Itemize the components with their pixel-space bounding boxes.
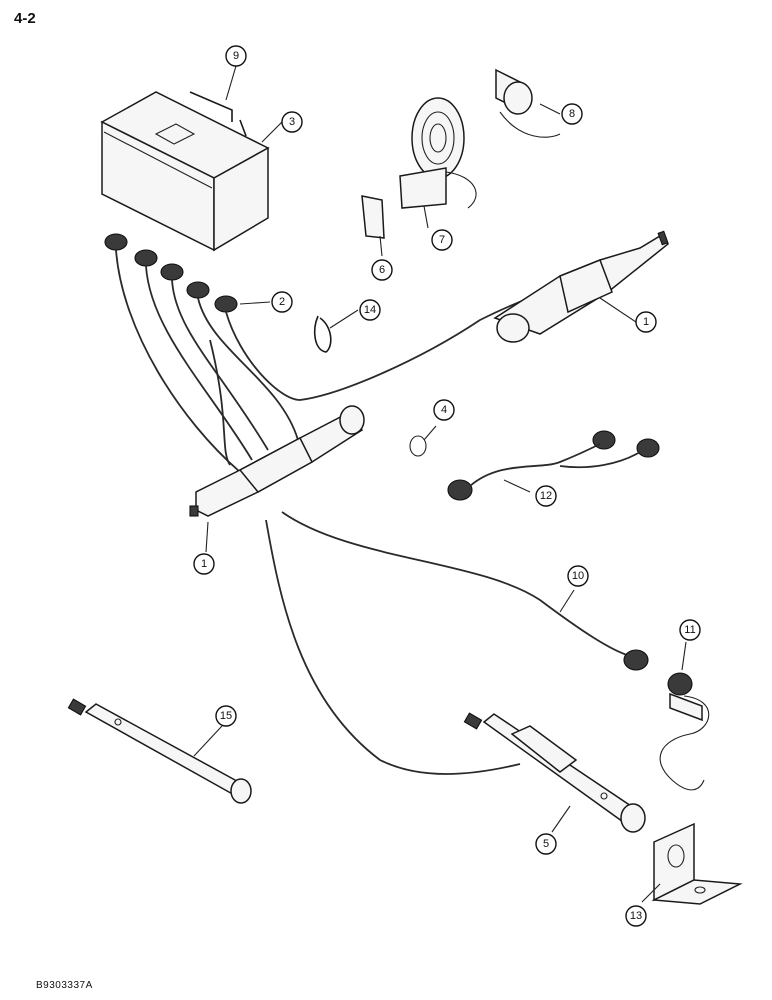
callout-6: 6 bbox=[371, 259, 393, 281]
pin-part-5 bbox=[463, 712, 646, 833]
y-harness-part-12 bbox=[447, 430, 660, 501]
pin-part-15 bbox=[67, 698, 252, 804]
callout-8-label: 8 bbox=[569, 108, 575, 120]
callout-7: 7 bbox=[431, 229, 453, 251]
callout-12: 12 bbox=[535, 485, 557, 507]
grommet-part-4 bbox=[409, 435, 427, 457]
bracket-part-6 bbox=[361, 195, 385, 239]
callout-9-label: 9 bbox=[233, 50, 239, 62]
figure-code: B9303337A bbox=[36, 980, 93, 991]
axle-part-1-upper bbox=[493, 230, 670, 343]
callout-15-label: 15 bbox=[220, 710, 232, 722]
callout-13: 13 bbox=[625, 905, 647, 927]
callout-1-upper-label: 1 bbox=[643, 316, 649, 328]
bracket-part-9 bbox=[189, 91, 247, 137]
clip-part-14 bbox=[313, 315, 332, 353]
callout-3: 3 bbox=[281, 111, 303, 133]
callout-6-label: 6 bbox=[379, 264, 385, 276]
angle-bracket-part-13 bbox=[651, 822, 743, 905]
callout-2: 2 bbox=[271, 291, 293, 313]
callout-1-upper: 1 bbox=[635, 311, 657, 333]
lamp-socket-part-8 bbox=[495, 68, 561, 138]
wire-harness-lower bbox=[265, 511, 631, 775]
callout-7-label: 7 bbox=[439, 234, 445, 246]
callout-15: 15 bbox=[215, 705, 237, 727]
callout-1-lower-label: 1 bbox=[201, 558, 207, 570]
callout-5: 5 bbox=[535, 833, 557, 855]
axle-part-1-lower bbox=[189, 405, 365, 517]
callout-9: 9 bbox=[225, 45, 247, 67]
callout-4-label: 4 bbox=[441, 404, 447, 416]
callout-12-label: 12 bbox=[540, 490, 552, 502]
leader-lines bbox=[193, 65, 687, 903]
callout-10-label: 10 bbox=[572, 570, 584, 582]
callout-1-lower: 1 bbox=[193, 553, 215, 575]
callout-2-label: 2 bbox=[279, 296, 285, 308]
callout-11: 11 bbox=[679, 619, 701, 641]
callout-11-label: 11 bbox=[684, 624, 695, 636]
callout-8: 8 bbox=[561, 103, 583, 125]
page-number: 4-2 bbox=[14, 10, 36, 27]
callout-13-label: 13 bbox=[630, 910, 642, 922]
connectors-part-10-11 bbox=[623, 649, 710, 791]
callout-14-label: 14 bbox=[364, 304, 376, 316]
callout-3-label: 3 bbox=[289, 116, 295, 128]
lamp-part-7 bbox=[399, 97, 477, 209]
callout-4: 4 bbox=[433, 399, 455, 421]
callout-14: 14 bbox=[359, 299, 381, 321]
callout-5-label: 5 bbox=[543, 838, 549, 850]
battery-box-part-3 bbox=[100, 91, 270, 252]
callout-10: 10 bbox=[567, 565, 589, 587]
